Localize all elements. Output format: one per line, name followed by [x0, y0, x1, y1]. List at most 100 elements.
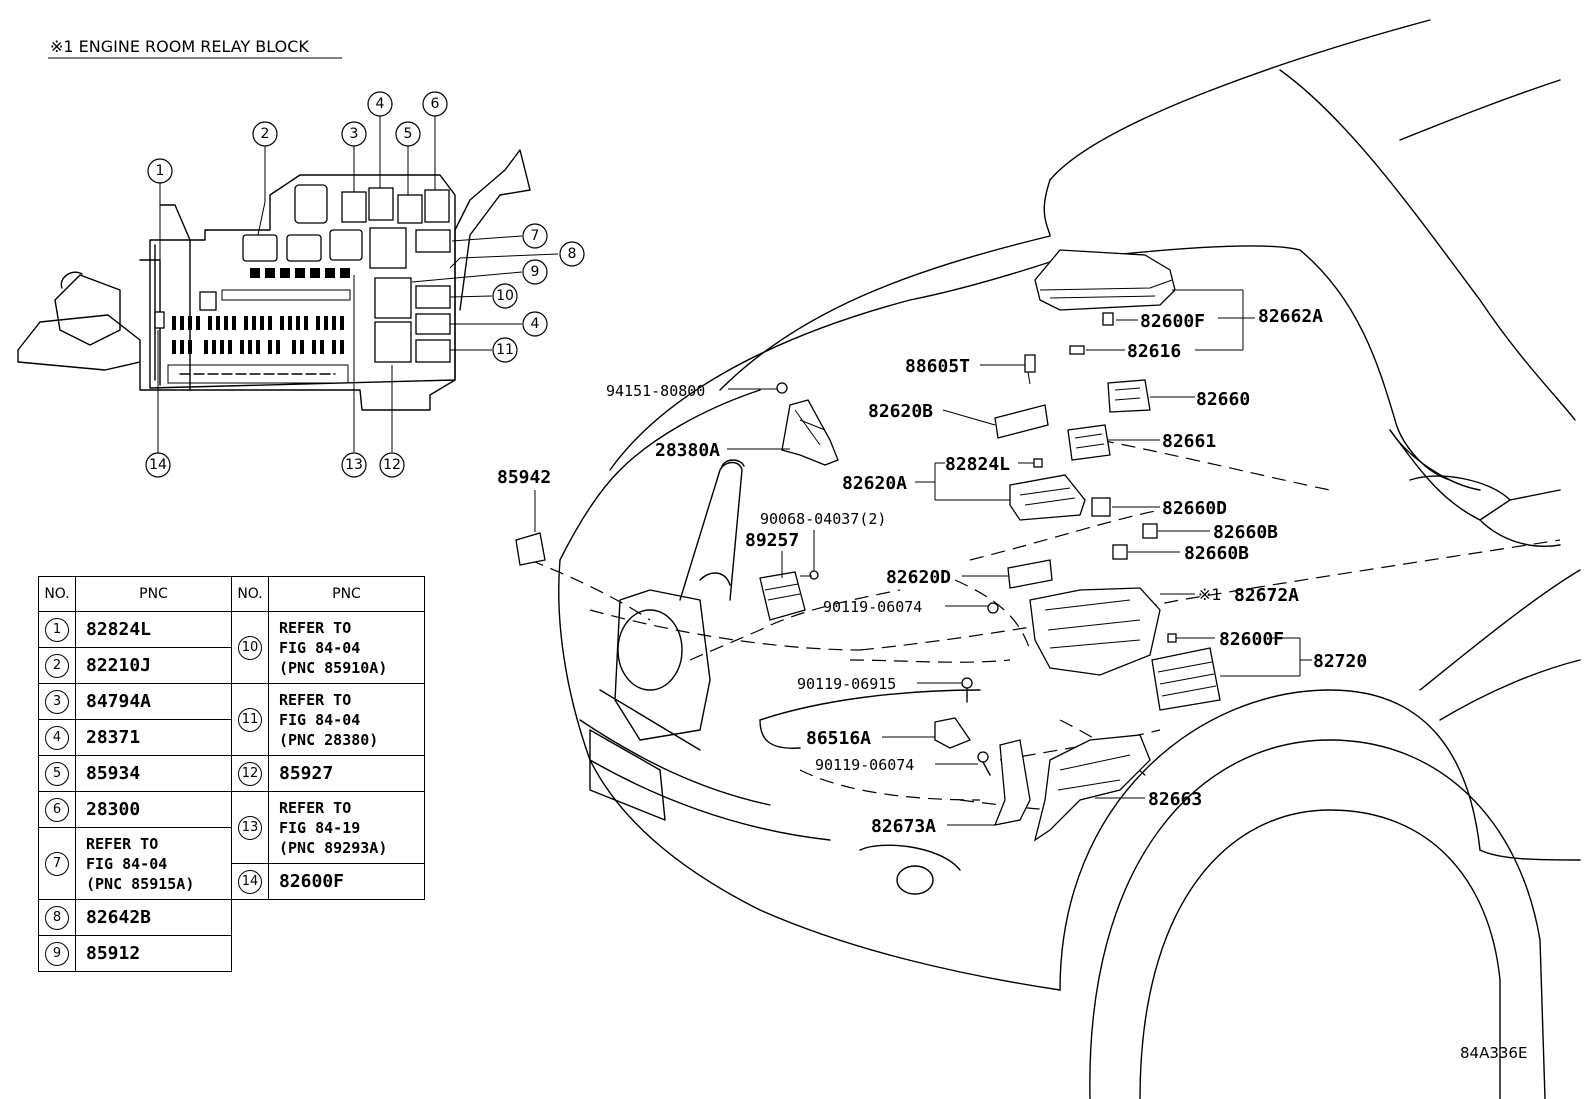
pnc-value: 28371: [75, 719, 232, 756]
callout-number: 4: [531, 316, 540, 332]
callout-circle: [559, 241, 585, 267]
row-number: 6: [45, 797, 69, 822]
row-number: 2: [45, 653, 69, 678]
table-row: 14 82600F: [39, 863, 425, 900]
callout-number: 1: [156, 163, 165, 179]
part-labels: 82662A 82600F 82616 88605T 94151-80800 8…: [497, 306, 1367, 837]
label-82620B: 82620B: [868, 401, 933, 422]
label-82824L: 82824L: [945, 454, 1010, 475]
vehicle-outline: [529, 19, 1581, 1099]
row-number: 8: [45, 905, 69, 930]
row-number: 4: [45, 725, 69, 750]
table-row: 8 82642B: [38, 899, 425, 936]
callout-circle: [522, 311, 548, 337]
label-ref-mark: ※1: [1198, 585, 1222, 604]
pnc-value: 85934: [75, 755, 232, 792]
table-row: 2 82210J: [38, 647, 425, 684]
row-number: 5: [45, 761, 69, 786]
label-82660: 82660: [1196, 389, 1250, 410]
label-82616: 82616: [1127, 341, 1181, 362]
callout-4: 4: [522, 311, 548, 337]
callout-number: 6: [431, 96, 440, 112]
label-86516A: 86516A: [806, 728, 871, 749]
callout-13: 13: [341, 452, 367, 478]
parts: [515, 249, 1221, 842]
callout-circle: [395, 121, 421, 147]
pnc-value: 85912: [75, 935, 232, 972]
label-88605T: 88605T: [905, 356, 970, 377]
row-number: 14: [238, 869, 262, 894]
callout-number: 11: [496, 342, 514, 358]
label-82663: 82663: [1148, 789, 1202, 810]
label-82662A: 82662A: [1258, 306, 1323, 327]
label-82660D: 82660D: [1162, 498, 1227, 519]
pnc-value: 82824L: [75, 611, 232, 648]
pnc-value: 28300: [75, 791, 232, 828]
callout-circle: [341, 121, 367, 147]
callout-8: 8: [559, 241, 585, 267]
header-no-2: NO.: [231, 576, 269, 612]
callout-6: 6: [422, 91, 448, 117]
relay-block-title: ※1 ENGINE ROOM RELAY BLOCK: [50, 37, 309, 56]
callout-number: 4: [376, 96, 385, 112]
label-82661: 82661: [1162, 431, 1216, 452]
pnc-value: 82210J: [75, 647, 232, 684]
row-number: 12: [238, 761, 262, 786]
label-94151-80800: 94151-80800: [606, 382, 705, 400]
callout-7: 7: [522, 223, 548, 249]
callout-circle: [522, 223, 548, 249]
callout-2: 2: [252, 121, 278, 147]
row-number: 13: [238, 815, 262, 840]
callout-circle: [341, 452, 367, 478]
pnc-value: 82642B: [75, 899, 232, 936]
label-90068-04037: 90068-04037(2): [760, 510, 886, 528]
callout-1: 1: [147, 158, 173, 184]
callout-circle: [145, 452, 171, 478]
row-number: 10: [238, 635, 262, 660]
callout-circle: [492, 283, 518, 309]
label-82673A: 82673A: [871, 816, 936, 837]
callout-number: 8: [568, 246, 577, 262]
table-row: 5 85934 12 85927: [38, 755, 425, 792]
label-28380A: 28380A: [655, 440, 720, 461]
callout-number: 2: [261, 126, 270, 142]
callout-number: 7: [531, 228, 540, 244]
label-82672A: 82672A: [1234, 585, 1299, 606]
leader-lines: [534, 289, 1312, 826]
callout-circle: [252, 121, 278, 147]
callout-circle: [379, 452, 405, 478]
callout-circle: [522, 259, 548, 285]
callout-4: 4: [367, 91, 393, 117]
label-90119-06074-upper: 90119-06074: [823, 598, 922, 616]
label-89257: 89257: [745, 530, 799, 551]
label-90119-06074-lower: 90119-06074: [815, 756, 914, 774]
callout-number: 3: [350, 126, 359, 142]
label-90119-06915: 90119-06915: [797, 675, 896, 693]
label-82600F-lower: 82600F: [1219, 629, 1284, 650]
relay-block-drawing: [17, 116, 559, 455]
callout-circle: [147, 158, 173, 184]
callout-circle: [492, 337, 518, 363]
callout-12: 12: [379, 452, 405, 478]
callout-number: 5: [404, 126, 413, 142]
label-82620A: 82620A: [842, 473, 907, 494]
label-82660B-lower: 82660B: [1184, 543, 1249, 564]
row-number: 9: [45, 941, 69, 966]
pnc-value: 85927: [268, 755, 425, 792]
label-85942: 85942: [497, 467, 551, 488]
callout-number: 12: [383, 457, 401, 473]
table-row: 4 28371: [38, 719, 425, 756]
pnc-value: 84794A: [75, 683, 232, 720]
callout-number: 13: [345, 457, 363, 473]
pnc-value: 82600F: [268, 863, 425, 900]
